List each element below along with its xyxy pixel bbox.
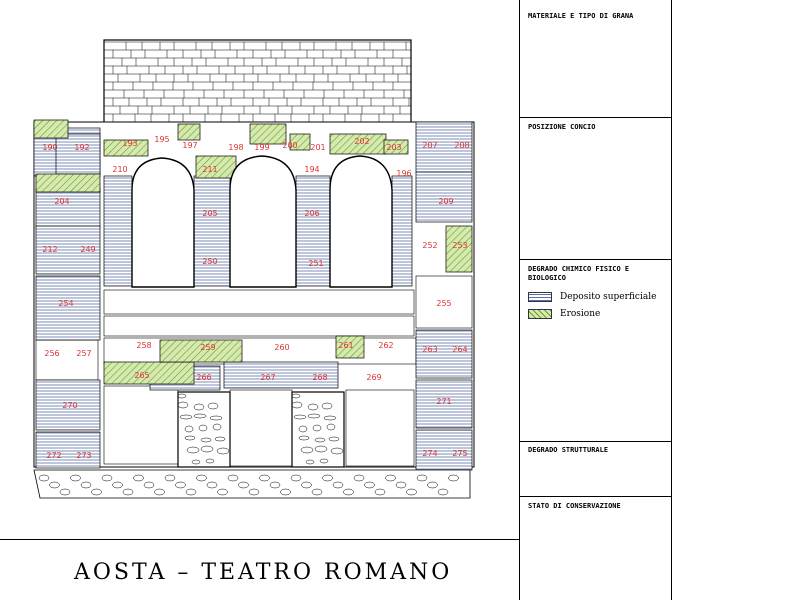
block-number: 250 [202, 257, 217, 266]
lower-opening-left [177, 391, 231, 468]
deposit-swatch [528, 292, 552, 302]
legend-item-erosion: Erosione [528, 308, 600, 320]
title-block [0, 540, 520, 600]
block-number: 254 [58, 299, 73, 308]
block-number: 195 [154, 135, 169, 144]
block-number: 267 [260, 373, 275, 382]
arch-left [131, 157, 195, 288]
block-number: 260 [274, 343, 289, 352]
block-number: 210 [112, 165, 127, 174]
blank-margin [672, 0, 800, 600]
arch-openings [131, 155, 393, 288]
block-number: 190 [42, 143, 57, 152]
heading-structural: DEGRADO STRUTTURALE [528, 446, 609, 454]
block-number: 197 [182, 141, 197, 150]
block-number: 205 [202, 209, 217, 218]
heading-state: STATO DI CONSERVAZIONE [528, 502, 621, 510]
block-number: 269 [366, 373, 381, 382]
block-number: 256 [44, 349, 59, 358]
block-number: 249 [80, 245, 95, 254]
block-number: 251 [308, 259, 323, 268]
legend-label-deposit: Deposito superficiale [560, 292, 657, 302]
drawing-area: 190 192 193 195 197 198 199 200 201 202 203 207 208 2… [0, 0, 520, 540]
block-number: 201 [310, 143, 325, 152]
block-number: 264 [452, 345, 467, 354]
erosion-swatch [528, 309, 552, 319]
legend-panel: MATERIALE E TIPO DI GRANA POSIZIONE CONC… [520, 0, 672, 600]
block-number: 203 [386, 143, 401, 152]
block-number: 206 [304, 209, 319, 218]
block-number: 271 [436, 397, 451, 406]
block-number: 252 [422, 241, 437, 250]
facade-elevation: 190 192 193 195 197 198 199 200 201 202 203 207 208 2… [33, 39, 475, 499]
upper-masonry [103, 39, 412, 130]
block-number: 192 [74, 143, 89, 152]
block-number: 259 [200, 343, 215, 352]
block-number: 255 [436, 299, 451, 308]
section-position: POSIZIONE CONCIO [520, 118, 672, 260]
block-number: 199 [254, 143, 269, 152]
legend-label-erosion: Erosione [560, 309, 601, 319]
block-number: 193 [122, 139, 137, 148]
block-number: 253 [452, 241, 467, 250]
heading-chemical: DEGRADO CHIMICO FISICO E BIOLOGICO [528, 265, 630, 282]
block-number: 209 [438, 197, 453, 206]
block-number: 270 [62, 401, 77, 410]
block-number: 273 [76, 451, 91, 460]
block-number: 265 [134, 371, 149, 380]
block-number: 208 [454, 141, 469, 150]
block-number: 211 [202, 165, 217, 174]
lower-opening-right [291, 391, 345, 468]
heading-position: POSIZIONE CONCIO [528, 123, 596, 131]
arch-center [229, 155, 297, 288]
deposit-blocks [33, 121, 473, 471]
erosion-blocks [33, 119, 473, 385]
block-number-labels: 190 192 193 195 197 198 199 200 201 202 203 207 208 2… [42, 135, 469, 460]
block-number: 266 [196, 373, 211, 382]
block-number: 257 [76, 349, 91, 358]
block-number: 263 [422, 345, 437, 354]
lower-openings [177, 391, 345, 468]
block-number: 258 [136, 341, 151, 350]
arch-right [329, 155, 393, 288]
section-chemical: DEGRADO CHIMICO FISICO E BIOLOGICO Depos… [520, 260, 672, 442]
section-structural: DEGRADO STRUTTURALE [520, 442, 672, 497]
block-number: 272 [46, 451, 61, 460]
block-number: 198 [228, 143, 243, 152]
block-number: 212 [42, 245, 57, 254]
block-number: 262 [378, 341, 393, 350]
block-number: 261 [338, 341, 353, 350]
section-material: MATERIALE E TIPO DI GRANA [520, 0, 672, 118]
block-number: 268 [312, 373, 327, 382]
block-number: 204 [54, 197, 69, 206]
drawing-title: AOSTA – TEATRO ROMANO [74, 560, 453, 585]
block-number: 207 [422, 141, 437, 150]
rubble-base [33, 469, 471, 499]
legend-item-deposit: Deposito superficiale [528, 291, 656, 303]
heading-material: MATERIALE E TIPO DI GRANA [528, 12, 634, 20]
section-state: STATO DI CONSERVAZIONE [520, 497, 672, 600]
block-number: 200 [282, 141, 297, 150]
block-number: 194 [304, 165, 319, 174]
block-number: 202 [354, 137, 369, 146]
block-number: 274 [422, 449, 437, 458]
block-number: 275 [452, 449, 467, 458]
block-number: 196 [396, 169, 411, 178]
